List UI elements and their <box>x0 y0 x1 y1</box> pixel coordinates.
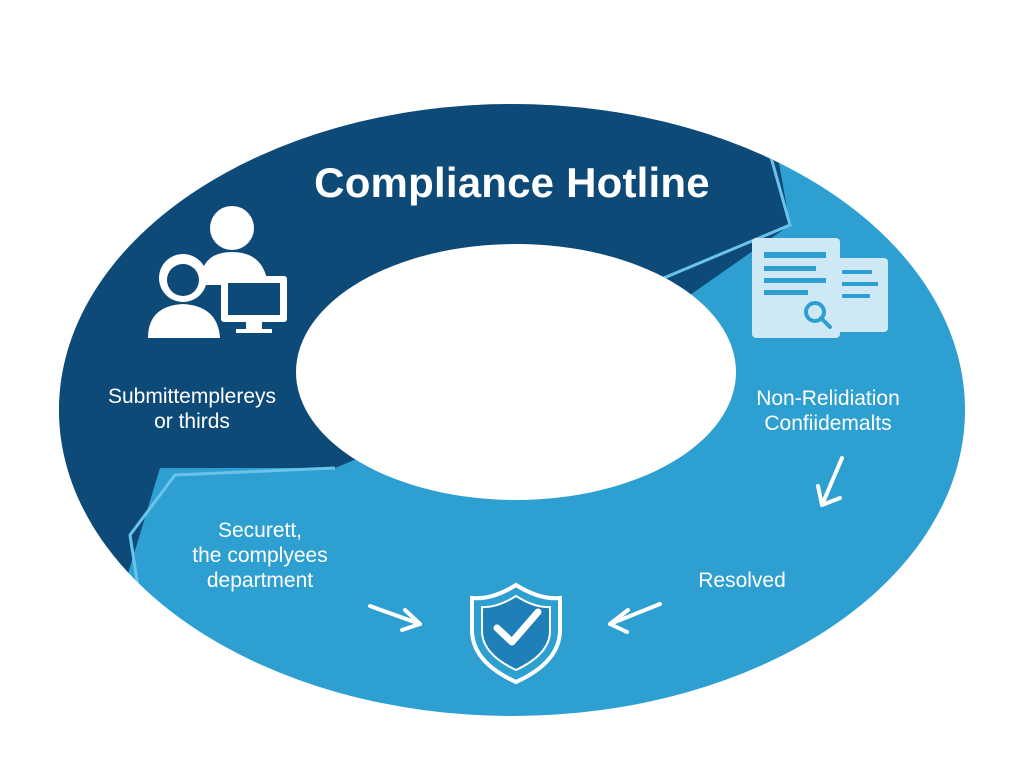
ring-center <box>296 244 736 500</box>
step-label-secure: Securett, the complyees department <box>160 518 360 594</box>
arrow-icon <box>368 604 422 632</box>
step-label-line: the complyees <box>192 544 328 568</box>
people-computer-icon <box>148 206 287 338</box>
arrow-icon <box>608 602 662 634</box>
step-label-line: Submittemplereys <box>107 385 277 408</box>
step-label-line: Resolved <box>698 569 786 592</box>
step-label-line: Confiidemalts <box>764 412 892 436</box>
step-label-resolved: Resolved <box>672 568 812 593</box>
shield-check-icon <box>470 582 562 685</box>
document-search-icon <box>752 238 888 338</box>
arrow-icon <box>816 456 844 507</box>
step-label-submit: Submittemplereys or thirds <box>82 384 302 434</box>
step-label-line: department <box>206 569 314 593</box>
step-label-confidential: Non-Relidiation Confiidemalts <box>728 386 928 436</box>
step-label-line: Securett, <box>217 519 303 542</box>
step-label-line: Non-Relidiation <box>756 387 900 410</box>
step-label-line: or thirds <box>154 410 230 434</box>
diagram-title: Compliance Hotline <box>314 159 710 206</box>
segment-divider-left <box>128 466 336 601</box>
